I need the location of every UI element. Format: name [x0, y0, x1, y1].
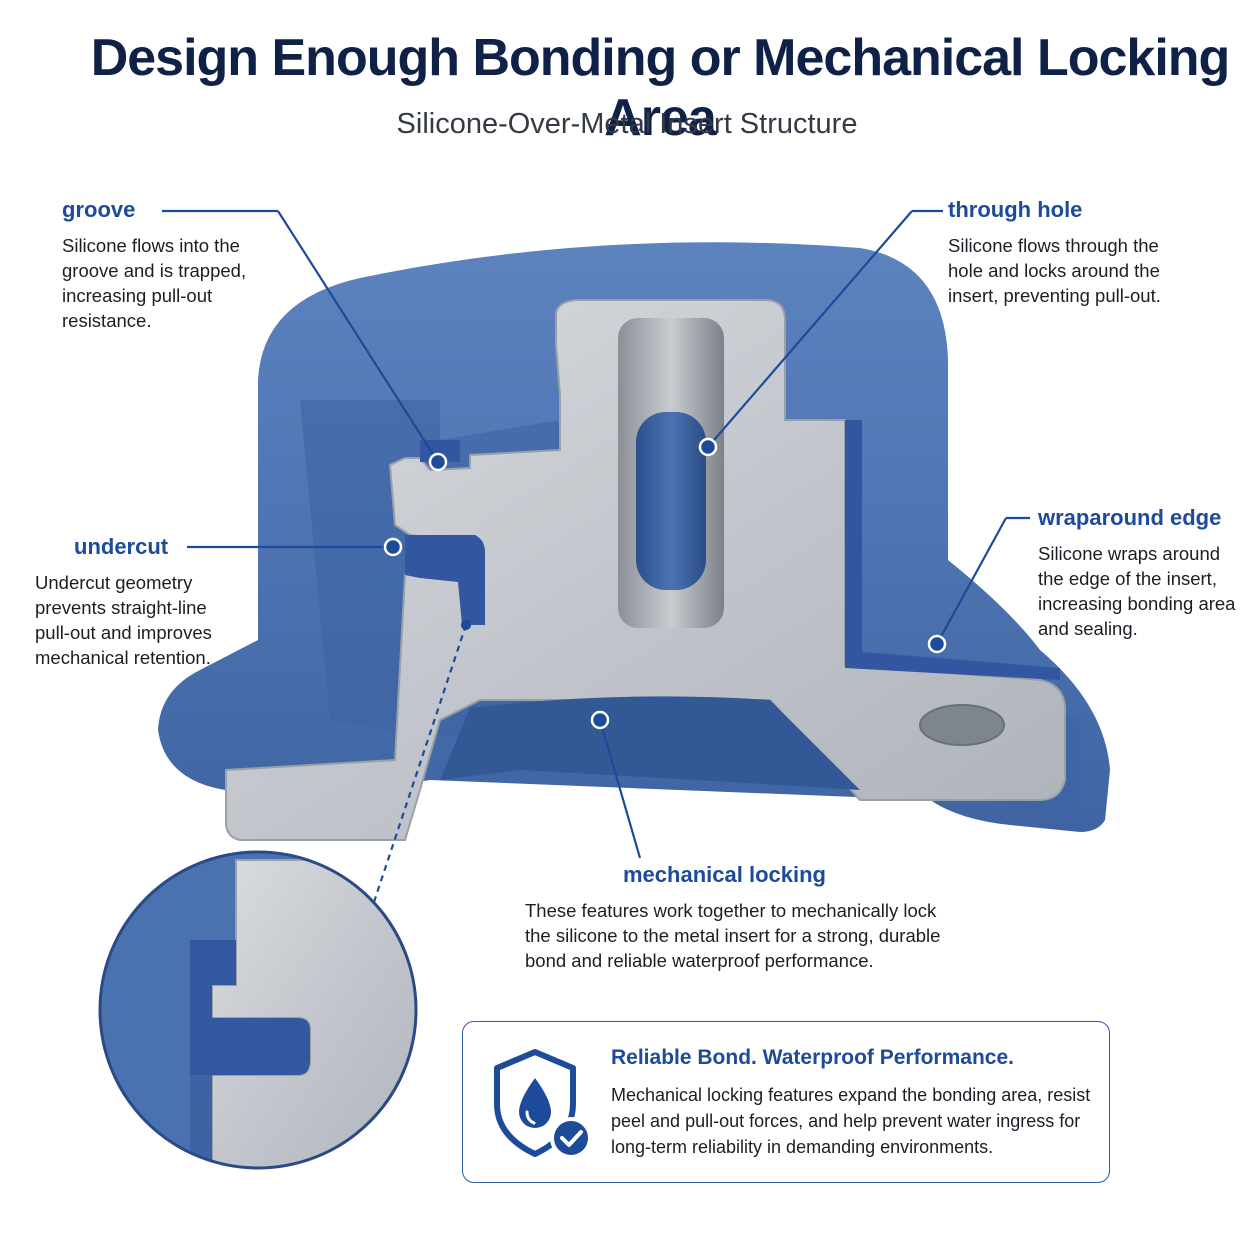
silicone-lower-pocket	[440, 696, 860, 790]
callout-wraparound-edge-title: wraparound edge	[1038, 505, 1222, 530]
wraparound-silicone-edge	[845, 420, 1060, 680]
callout-wraparound-edge-text: Silicone wraps around the edge of the in…	[1038, 543, 1236, 639]
callout-groove-title: groove	[62, 197, 136, 222]
page-subtitle: Silicone-Over-Metal Insert Structure	[396, 108, 858, 140]
callout-undercut-title: undercut	[74, 534, 169, 559]
callout-mechanical-locking: mechanical locking These features work t…	[525, 862, 965, 973]
callout-wraparound-edge: wraparound edge Silicone wraps around th…	[1038, 505, 1238, 641]
callout-mechanical-locking-title: mechanical locking	[623, 862, 826, 887]
info-box-title: Reliable Bond. Waterproof Performance.	[611, 1046, 1014, 1069]
callout-through-hole: through hole Silicone flows through the …	[948, 197, 1188, 308]
callout-groove: groove Silicone flows into the groove an…	[62, 197, 292, 333]
callout-groove-text: Silicone flows into the groove and is tr…	[62, 235, 247, 331]
info-box-text: Mechanical locking features expand the b…	[611, 1085, 1091, 1157]
undercut-silicone-pocket	[405, 535, 485, 625]
callout-through-hole-text: Silicone flows through the hole and lock…	[948, 235, 1161, 306]
callout-through-hole-title: through hole	[948, 197, 1083, 222]
info-box: Reliable Bond. Waterproof Performance. M…	[462, 1021, 1110, 1183]
flange-mount-hole	[919, 704, 1005, 746]
callout-undercut-text: Undercut geometry prevents straight-line…	[35, 572, 212, 668]
magnified-detail-view	[98, 850, 418, 1170]
leader-lines	[162, 209, 1030, 909]
through-hole-silicone-plug	[636, 412, 706, 590]
callout-mechanical-locking-text: These features work together to mechanic…	[525, 900, 941, 971]
shield-water-drop-check-icon	[494, 1049, 592, 1159]
page-title: Design Enough Bonding or Mechanical Lock…	[90, 29, 1231, 147]
callout-undercut: undercut Undercut geometry prevents stra…	[35, 534, 235, 670]
groove-silicone-pocket	[420, 440, 460, 462]
